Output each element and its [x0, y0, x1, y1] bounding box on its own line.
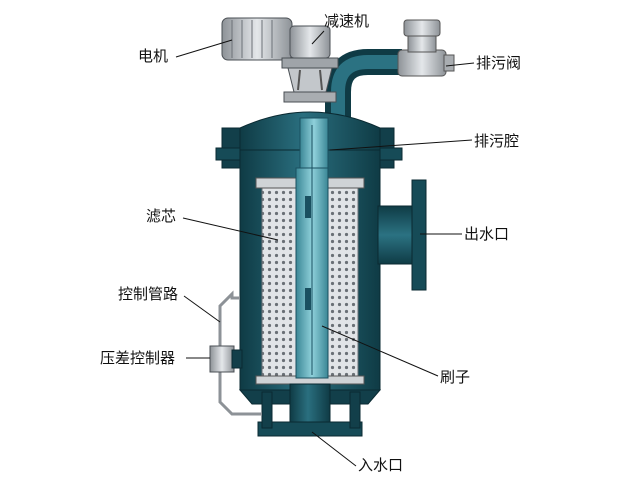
label-control-pipe: 控制管路: [118, 285, 178, 303]
label-drain-chamber: 排污腔: [474, 132, 519, 150]
label-filter-element: 滤芯: [146, 207, 176, 225]
label-brush: 刷子: [440, 368, 470, 386]
leg-left: [261, 391, 273, 429]
dp-controller: [209, 345, 235, 373]
leg-right: [349, 391, 361, 429]
label-motor: 电机: [138, 47, 168, 65]
leader-lines: [175, 30, 475, 467]
label-drain-valve: 排污阀: [476, 54, 521, 72]
control-pipe: [218, 290, 262, 416]
motor: [221, 17, 293, 61]
reducer: [281, 25, 339, 103]
drain-pipe: [325, 49, 402, 140]
outlet-pipe: [377, 179, 427, 291]
drain-valve: [397, 19, 455, 77]
label-reducer: 减速机: [324, 12, 369, 30]
label-inlet: 入水口: [358, 456, 403, 474]
label-dp-controller: 压差控制器: [100, 349, 175, 367]
drain-chamber: [299, 117, 329, 171]
dp-controller-mount: [231, 349, 243, 369]
inlet-pipe: [289, 383, 331, 425]
inlet-flange: [257, 421, 363, 437]
label-outlet: 出水口: [464, 225, 509, 243]
